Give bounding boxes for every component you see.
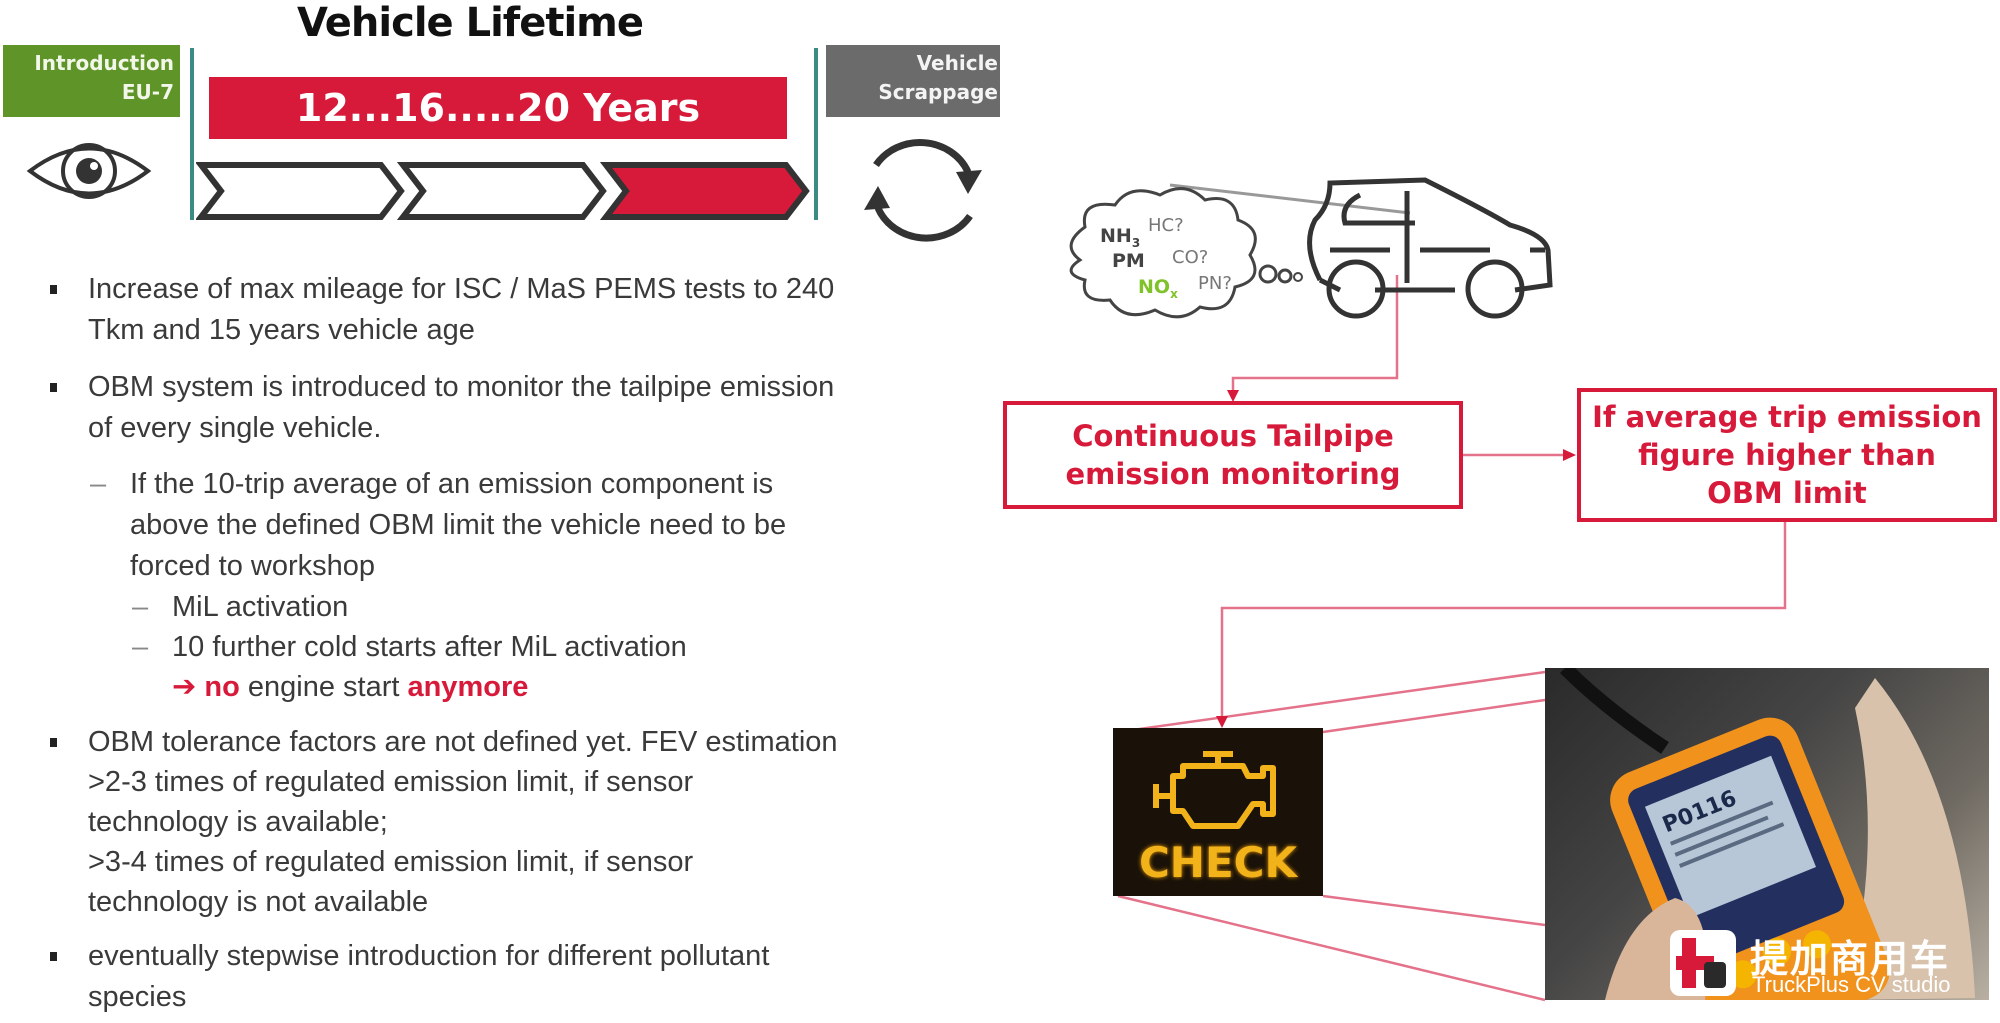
dash-marker: – <box>132 631 149 663</box>
lifetime-chevron-arrows <box>196 162 810 220</box>
sub-bullet-text: forced to workshop <box>130 550 376 582</box>
bullet-text: OBM tolerance factors are not defined ye… <box>88 726 838 758</box>
bullet-text: technology is available; <box>88 806 388 838</box>
vehicle-scrappage-label: Vehicle Scrappage <box>826 45 1000 117</box>
bullet-text: >2-3 times of regulated emission limit, … <box>88 766 694 798</box>
engine-icon <box>1153 751 1276 829</box>
truckplus-watermark: 提加商用车 TruckPlus CV studio <box>1668 928 1998 1000</box>
pn-label: PN? <box>1198 273 1232 294</box>
check-label: CHECK <box>1138 838 1298 887</box>
box-text: OBM limit <box>1707 476 1867 510</box>
truckplus-logo-icon <box>1670 930 1736 996</box>
timeline-start-marker <box>190 48 194 220</box>
zoom-line <box>1322 698 1546 734</box>
bullet-marker <box>50 952 57 961</box>
lifetime-years-bar: 12...16.....20 Years <box>209 77 787 139</box>
watermark-english-text: TruckPlus CV studio <box>1752 972 1951 997</box>
check-engine-warning-light: CHECK <box>1113 728 1323 896</box>
bullet-text: technology is not available <box>88 886 429 918</box>
emphasis-no: no <box>204 671 240 703</box>
bullet-text: Increase of max mileage for ISC / MaS PE… <box>88 273 835 305</box>
arrowhead <box>1216 716 1228 728</box>
intro-line-1: Introduction <box>34 51 174 75</box>
bullet-marker <box>50 285 57 294</box>
car-outline-icon <box>1307 177 1553 319</box>
sub-bullet-text: above the defined OBM limit the vehicle … <box>130 509 787 541</box>
box-text: figure higher than <box>1638 438 1936 472</box>
chevron-arrow-icon <box>396 162 607 220</box>
watermark-chinese-text: 提加商用车 <box>1750 937 1951 981</box>
zoom-line <box>1117 670 1546 734</box>
pm-label: PM <box>1112 250 1145 272</box>
timeline-title: Vehicle Lifetime <box>297 0 644 46</box>
sub-bullet-text: 10 further cold starts after MiL activat… <box>172 631 687 663</box>
arrowhead <box>1563 449 1576 461</box>
dash-marker: – <box>90 468 107 500</box>
nox-label: NOx <box>1138 276 1178 301</box>
bullet-text: species <box>88 981 187 1013</box>
bullet-text: eventually stepwise introduction for dif… <box>88 940 770 972</box>
box-text: Continuous Tailpipe <box>1072 419 1394 453</box>
zoom-line <box>1117 894 1546 1002</box>
arrow-right-icon: ➔ <box>172 671 197 703</box>
nh3-label: NH3 <box>1100 225 1140 250</box>
scrap-line-1: Vehicle <box>916 51 998 75</box>
dash-marker: – <box>132 591 149 623</box>
bullet-marker <box>50 738 57 747</box>
hc-label: HC? <box>1148 215 1184 236</box>
sub-bullet-text: MiL activation <box>172 591 349 623</box>
recycle-cycle-icon <box>864 139 982 242</box>
bullet-text: of every single vehicle. <box>88 412 382 444</box>
obm-limit-condition-box: If average trip emission figure higher t… <box>1577 388 1997 522</box>
scrap-line-2: Scrappage <box>878 80 998 104</box>
bullet-text: Tkm and 15 years vehicle age <box>88 314 475 346</box>
plain-text: engine start <box>239 671 408 703</box>
eye-icon <box>26 143 152 199</box>
intro-line-2: EU-7 <box>121 80 174 104</box>
emission-cloud-icon <box>1069 187 1303 319</box>
emphasis-anymore: anymore <box>407 671 529 703</box>
no-engine-start-line: ➔ no engine start anymore <box>172 668 528 706</box>
box-text: If average trip emission <box>1592 400 1982 434</box>
continuous-monitoring-box: Continuous Tailpipe emission monitoring <box>1003 401 1463 509</box>
bullet-text: >3-4 times of regulated emission limit, … <box>88 846 694 878</box>
chevron-arrow-icon-active <box>599 162 810 220</box>
introduction-eu7-label: Introduction EU-7 <box>3 45 180 117</box>
box-text: emission monitoring <box>1065 457 1401 491</box>
obd-scanner-photo: P0116 <box>1545 668 1989 1000</box>
timeline-end-marker <box>814 48 818 220</box>
bullet-text: OBM system is introduced to monitor the … <box>88 371 835 403</box>
car-emission-illustration: NH3 HC? PM CO? NOx PN? <box>1069 177 1553 319</box>
chevron-arrow-icon <box>196 162 405 220</box>
bullet-marker <box>50 383 57 392</box>
zoom-line <box>1322 894 1546 927</box>
sub-bullet-text: If the 10-trip average of an emission co… <box>130 468 774 500</box>
co-label: CO? <box>1172 247 1208 268</box>
